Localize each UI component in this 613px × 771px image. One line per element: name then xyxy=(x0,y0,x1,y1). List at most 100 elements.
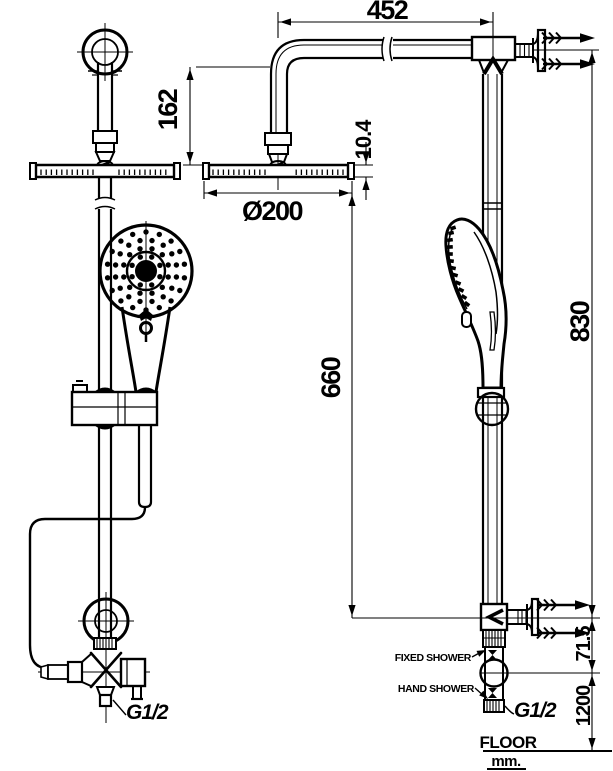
screw-arrowhead-icon xyxy=(575,628,590,638)
screw-arrowhead-icon xyxy=(580,33,595,43)
side-nozzle-mark xyxy=(451,272,459,278)
spray-dot xyxy=(137,246,143,252)
knurl-ribs xyxy=(96,44,530,711)
arrowhead-icon xyxy=(186,152,194,163)
spray-dot xyxy=(129,262,135,268)
screw-barb xyxy=(536,598,543,606)
spray-dot xyxy=(129,274,135,280)
spray-dot xyxy=(165,262,171,268)
spray-dot xyxy=(109,287,115,294)
screw-barb xyxy=(536,626,543,634)
arrowhead-icon xyxy=(186,69,194,80)
hand-shower-button xyxy=(461,311,472,328)
thread-label-side: G1/2 xyxy=(514,699,557,722)
dim-162 xyxy=(183,66,270,166)
spray-dot xyxy=(177,287,183,294)
spray-dot xyxy=(130,231,136,238)
spray-dot xyxy=(181,275,188,281)
screw-barb xyxy=(550,626,557,634)
slider-bracket-front xyxy=(70,380,159,509)
arrowhead-icon xyxy=(588,738,596,749)
screw-barb xyxy=(541,63,548,71)
hand-shower-side xyxy=(444,217,510,427)
side-view xyxy=(202,14,612,770)
spray-dot xyxy=(156,231,162,238)
diverter-valve-front xyxy=(38,637,150,723)
screw-arrowhead-icon xyxy=(575,600,590,610)
spray-dot xyxy=(157,274,163,280)
spray-dot xyxy=(160,242,166,248)
side-nozzle-mark xyxy=(449,265,457,271)
dim-452 xyxy=(277,12,494,38)
dim-label-830: 830 xyxy=(565,301,595,342)
side-nozzle-marks xyxy=(446,225,471,308)
slide-rail-front xyxy=(94,177,117,640)
spray-dot xyxy=(149,290,155,296)
spray-dot xyxy=(168,298,174,304)
side-nozzle-mark xyxy=(447,230,455,236)
overhead-shower-front xyxy=(29,62,181,180)
arrowhead-icon xyxy=(476,650,486,657)
spray-dot xyxy=(143,229,149,235)
arrowhead-icon xyxy=(588,675,596,686)
front-view xyxy=(28,23,194,723)
thread-label-front: G1/2 xyxy=(126,701,169,724)
wall-mount-bottom xyxy=(479,597,540,637)
spray-dot xyxy=(159,284,165,290)
overhead-shower-side xyxy=(202,155,355,190)
dim-label-452: 452 xyxy=(367,0,408,25)
arrowhead-icon xyxy=(480,18,491,26)
spray-dot xyxy=(168,238,174,244)
spray-dot xyxy=(177,248,183,255)
screw-barb xyxy=(555,63,562,71)
screw-barb xyxy=(548,57,555,65)
dim-label-715: 71.5 xyxy=(573,626,595,662)
arrowhead-icon xyxy=(588,660,596,671)
screw-barb xyxy=(555,57,562,65)
spray-dot xyxy=(149,237,155,244)
side-nozzle-mark xyxy=(457,287,465,293)
annotations: 452 162 10.4 Ø200 660 830 71.5 1200 G1/2… xyxy=(126,0,595,770)
g12-leader-side xyxy=(504,705,515,715)
spray-dot xyxy=(157,262,163,268)
spray-dot xyxy=(137,298,143,305)
spray-dot xyxy=(149,254,155,260)
arrowhead-icon xyxy=(479,690,488,699)
side-nozzle-mark xyxy=(447,252,453,256)
side-nozzle-mark xyxy=(449,225,457,231)
spray-dot xyxy=(165,274,171,280)
spray-dot xyxy=(149,246,155,252)
screw-barb xyxy=(543,604,550,612)
arrowhead-icon xyxy=(339,189,350,197)
spray-dot xyxy=(112,262,119,268)
screw-barb xyxy=(550,598,557,606)
screw-barb xyxy=(541,57,548,65)
spray-dot xyxy=(137,237,143,244)
spray-dot xyxy=(160,294,166,300)
arrowhead-icon xyxy=(362,179,370,190)
screw-barb xyxy=(541,37,548,45)
side-nozzle-mark xyxy=(448,258,454,264)
flow-chevron-icon xyxy=(485,608,504,626)
dim-label-660: 660 xyxy=(316,357,346,398)
handle-hook-ornament xyxy=(139,309,153,321)
spray-dot xyxy=(149,298,155,305)
g12-leader-front xyxy=(112,699,127,716)
dim-715 xyxy=(352,617,600,673)
dim-label-104: 10.4 xyxy=(351,119,376,160)
spray-dot xyxy=(104,261,111,267)
screw-barb xyxy=(548,63,555,71)
spray-dot xyxy=(169,251,175,257)
flow-chevron-icon xyxy=(482,55,504,76)
spray-dot xyxy=(173,274,180,280)
dimension-lines xyxy=(183,12,600,751)
units-label: mm. xyxy=(491,753,521,770)
spray-dot xyxy=(126,242,132,248)
screw-barb xyxy=(543,626,550,634)
screw-barb xyxy=(555,31,562,39)
fixed-shower-label: FIXED SHOWER xyxy=(395,652,472,664)
spray-dot xyxy=(173,262,180,268)
screw-barb xyxy=(541,31,548,39)
